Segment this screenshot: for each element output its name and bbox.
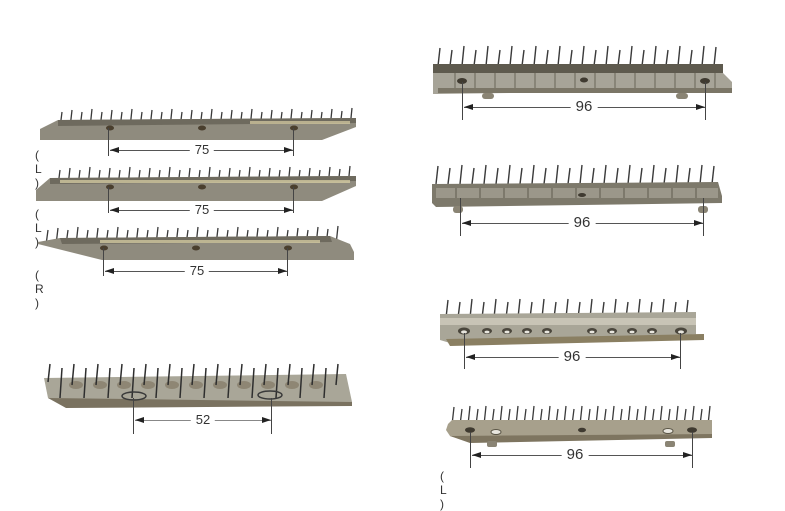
side-label: ( R ) (35, 268, 47, 310)
dimension-tick-start (103, 248, 104, 276)
arrow-right-icon (262, 417, 271, 423)
dimension-tick-start (133, 398, 134, 434)
dimension-tick-end (692, 432, 693, 468)
dimension-tick-start (460, 198, 461, 236)
arrow-right-icon (694, 220, 703, 226)
side-label: ( L ) (35, 148, 45, 190)
dimension-label: 96 (568, 215, 596, 231)
arrow-left-icon (466, 354, 475, 360)
dimension-tick-start (108, 128, 109, 156)
dimension-tick-start (462, 82, 463, 120)
arrow-right-icon (671, 354, 680, 360)
arrow-right-icon (696, 104, 705, 110)
dimension-label: 52 (190, 413, 216, 427)
arrow-left-icon (110, 207, 119, 213)
dimension-tick-end (703, 198, 704, 236)
dimension-tick-end (680, 333, 681, 369)
dimension-label: 96 (561, 447, 589, 463)
arrow-left-icon (105, 268, 114, 274)
arrow-left-icon (472, 452, 481, 458)
arrow-right-icon (284, 147, 293, 153)
dimension-label: 75 (189, 143, 215, 157)
side-label: ( L ) (35, 207, 45, 249)
dimension-tick-start (464, 333, 465, 369)
arrow-right-icon (278, 268, 287, 274)
dimension-tick-start (108, 187, 109, 213)
dimension-tick-end (705, 82, 706, 120)
dimension-tick-end (293, 187, 294, 213)
arrow-right-icon (284, 207, 293, 213)
arrow-left-icon (135, 417, 144, 423)
arrow-left-icon (464, 104, 473, 110)
dimension-label: 96 (570, 99, 598, 115)
dimension-label: 75 (184, 264, 210, 278)
side-label: ( L ) (440, 469, 450, 511)
dimension-tick-end (293, 128, 294, 156)
arrow-left-icon (462, 220, 471, 226)
arrow-right-icon (683, 452, 692, 458)
dimension-label: 75 (189, 203, 215, 217)
dimension-tick-end (287, 248, 288, 276)
dimension-label: 96 (558, 349, 586, 365)
dimension-tick-start (470, 432, 471, 468)
arrow-left-icon (110, 147, 119, 153)
dimension-tick-end (271, 398, 272, 434)
